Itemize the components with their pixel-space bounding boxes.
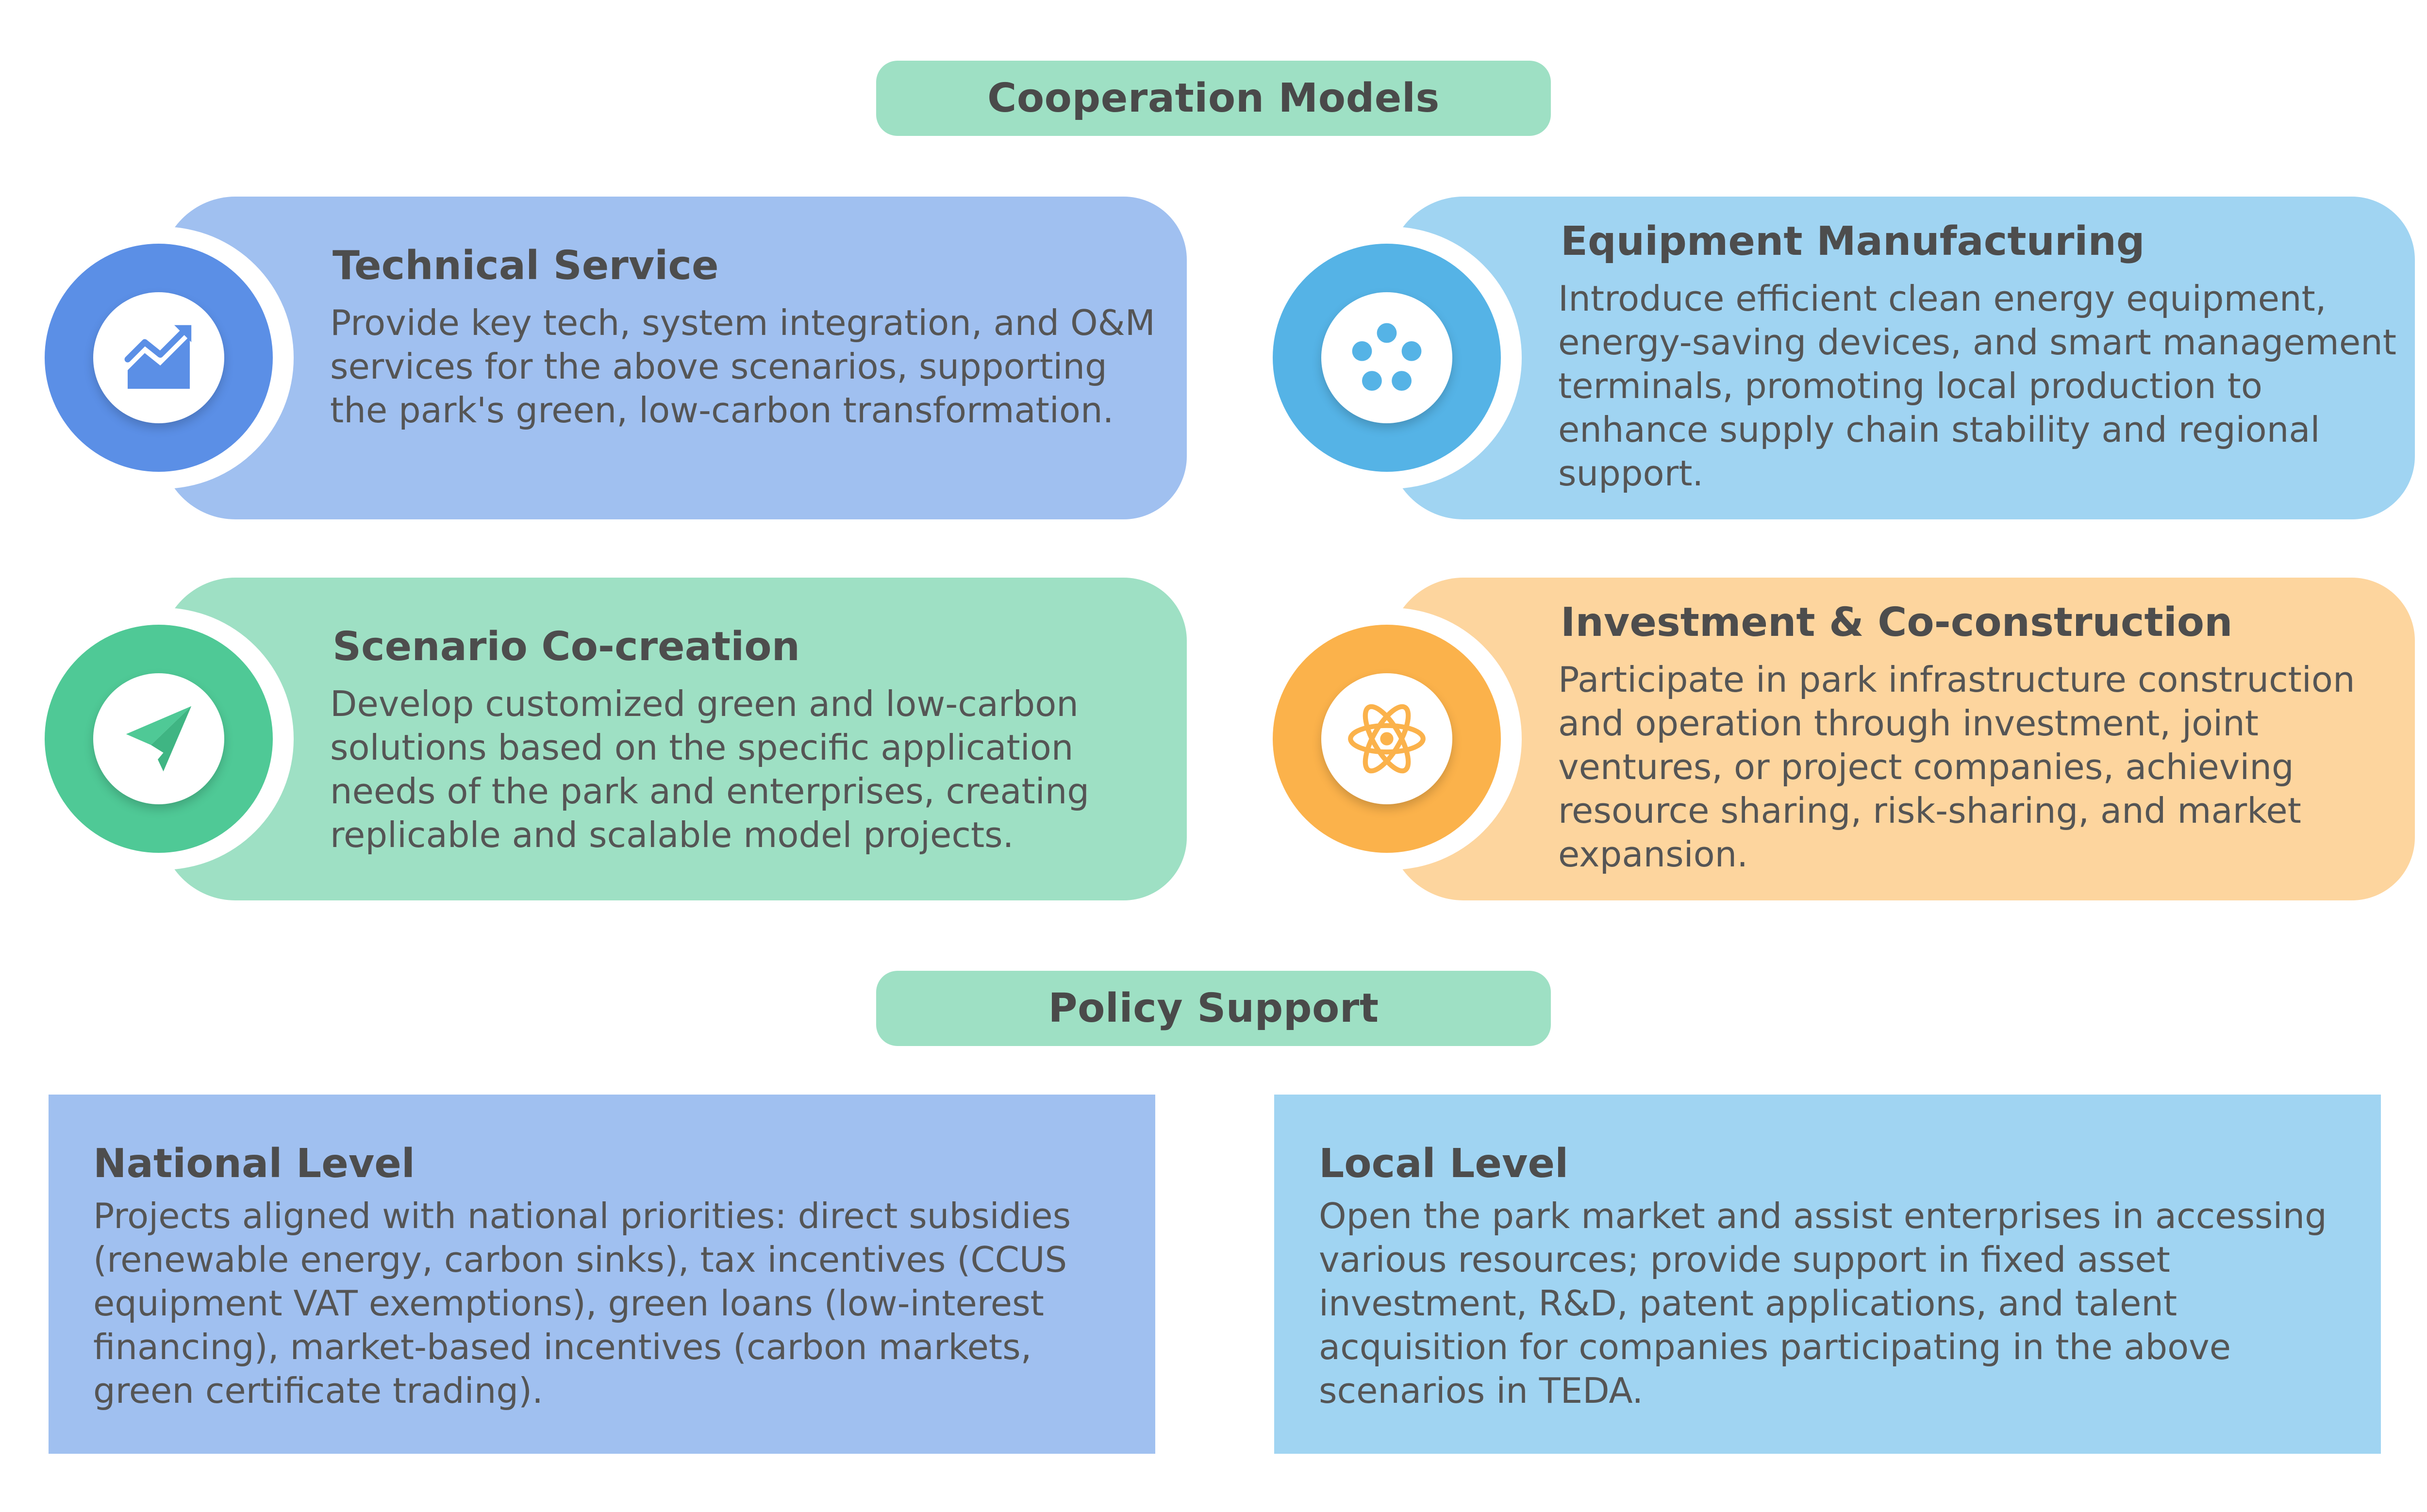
box-title: National Level [93,1141,416,1187]
cooperation-models-label: Cooperation Models [987,75,1440,121]
card-investment-co-construction: Investment & Co-construction Participate… [1388,578,2415,900]
policy-support-label: Policy Support [1048,985,1379,1031]
card-description: Participate in park infrastructure const… [1558,659,2355,875]
atom-icon [1321,673,1452,804]
card-scenario-co-creation: Scenario Co-creation Develop customized … [160,578,1187,900]
local-level-box: Local Level Open the park market and ass… [1274,1095,2381,1454]
policy-support-header: Policy Support [876,971,1551,1046]
trend-chart-icon [93,292,224,423]
card-title: Technical Service [332,243,719,289]
card-technical-service: Technical Service Provide key tech, syst… [160,197,1187,519]
card-description: Introduce efficient clean energy equipme… [1558,278,2396,494]
box-title: Local Level [1319,1141,1569,1187]
card-description: Develop customized green and low-carbon … [330,683,1090,855]
card-title: Scenario Co-creation [332,624,800,670]
box-description: Open the park market and assist enterpri… [1319,1196,2327,1411]
box-description: Projects aligned with national prioritie… [93,1196,1071,1411]
card-title: Investment & Co-construction [1561,599,2233,646]
national-level-box: National Level Projects aligned with nat… [49,1095,1155,1454]
card-equipment-manufacturing: Equipment Manufacturing Introduce effici… [1388,197,2415,519]
card-title: Equipment Manufacturing [1561,218,2145,265]
paper-plane-icon [93,673,224,804]
cooperation-models-header: Cooperation Models [876,61,1551,136]
card-description: Provide key tech, system integration, an… [330,302,1155,431]
film-reel-icon [1321,292,1452,423]
